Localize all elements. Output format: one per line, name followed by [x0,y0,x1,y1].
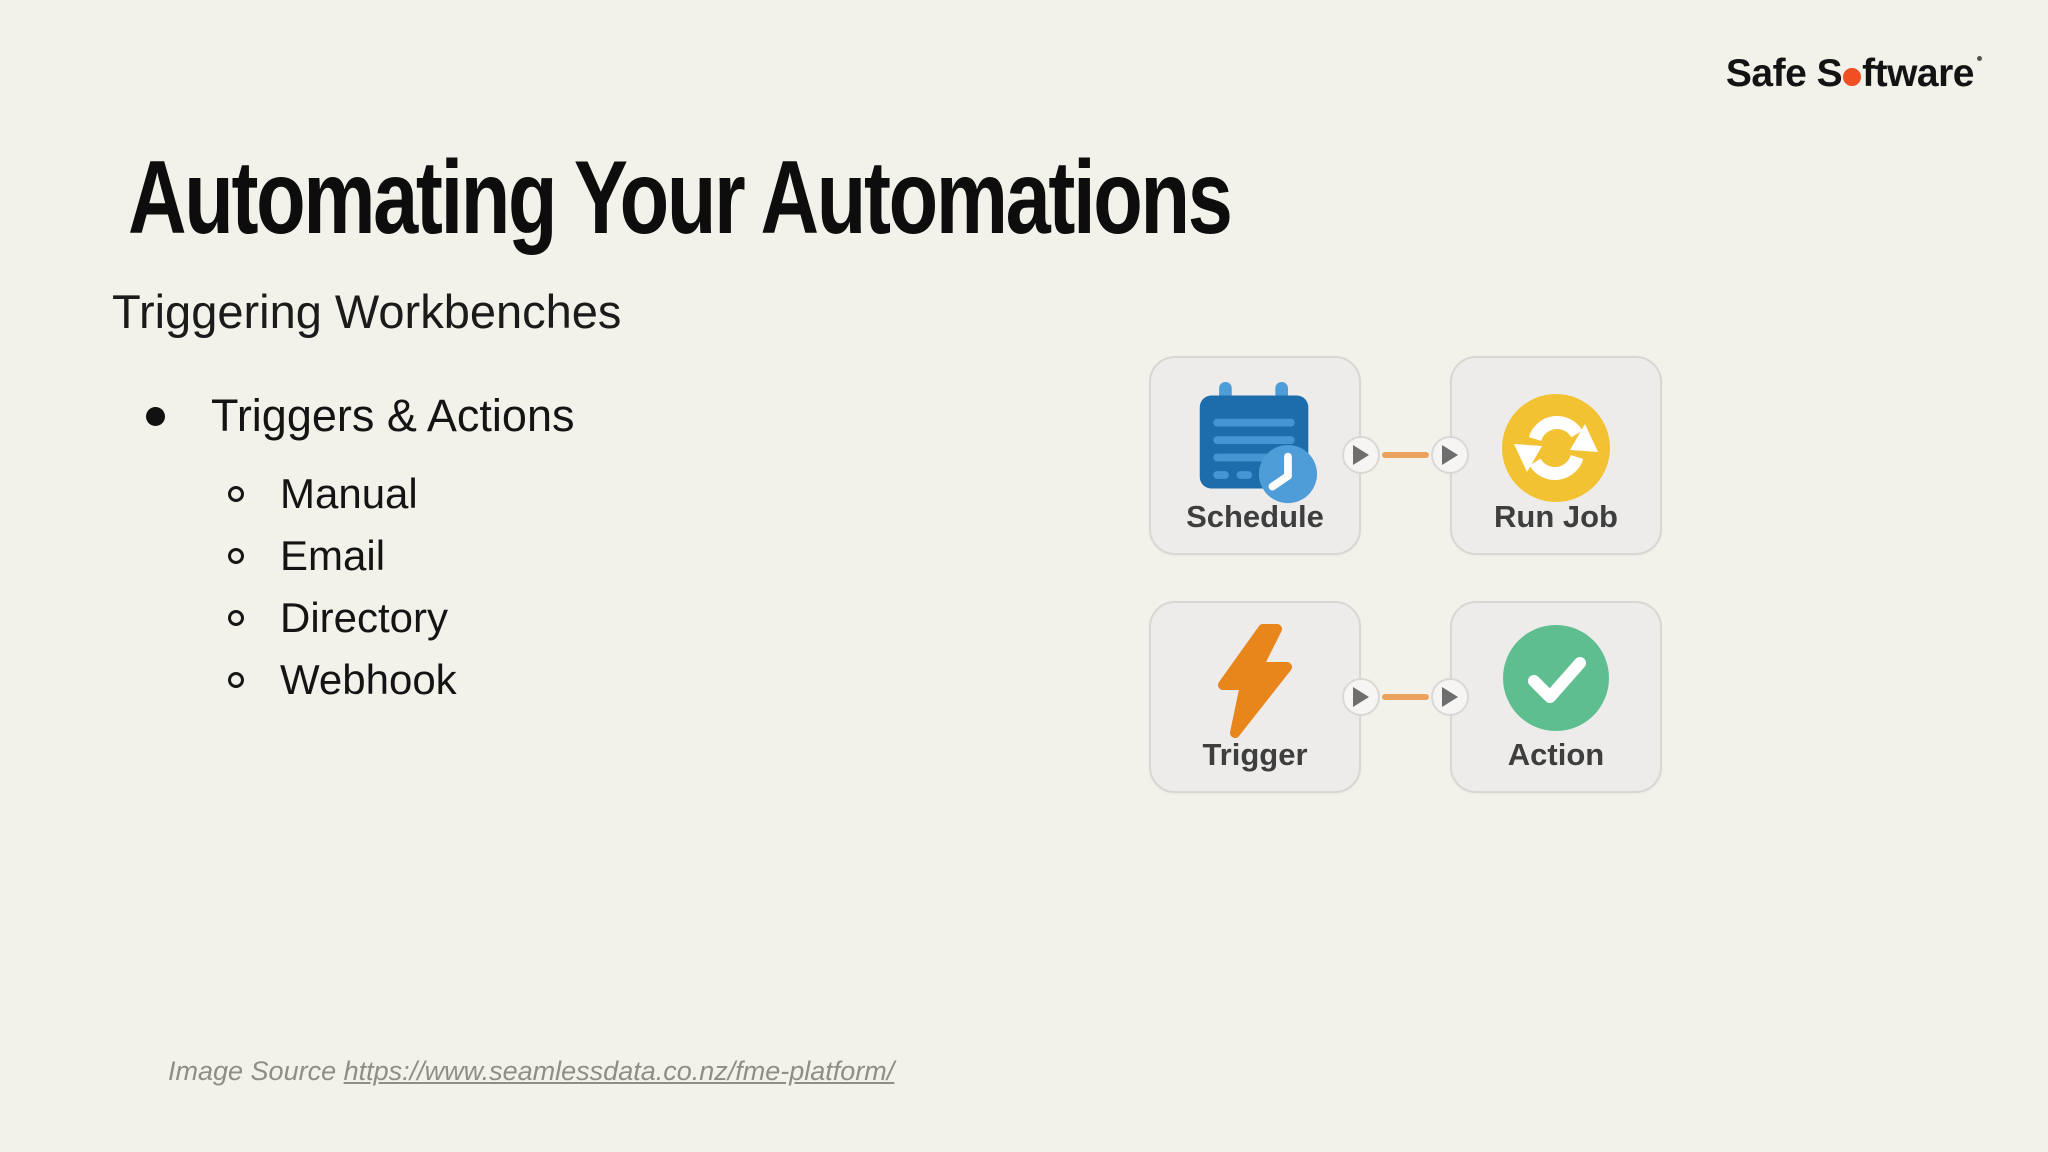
bullet-level2-email: Email [228,532,385,580]
node-label: Run Job [1494,499,1618,534]
play-arrow-icon [1353,445,1369,465]
page-title: Automating Your Automations [128,140,1233,256]
image-source-prefix: Image Source [168,1056,344,1086]
play-arrow-icon [1353,687,1369,707]
bullet-level2-label: Webhook [280,656,457,703]
automation-diagram: Schedule Run Job Trigger [1149,356,1662,793]
bullet-level2-label: Directory [280,594,449,641]
image-source-link[interactable]: https://www.seamlessdata.co.nz/fme-platf… [343,1056,895,1086]
bullet-level1: Triggers & Actions [146,390,574,442]
connector-line [1382,694,1429,700]
node-trigger: Trigger [1149,601,1361,793]
trademark-mark-icon [1977,56,1982,61]
image-source-note: Image Source https://www.seamlessdata.co… [168,1056,894,1087]
node-schedule: Schedule [1149,356,1361,555]
hollow-bullet-icon [228,486,244,502]
bullet-level2-webhook: Webhook [228,656,457,704]
logo-orange-dot-icon [1843,68,1862,86]
calendar-clock-icon [1199,381,1318,504]
checkmark-icon [1503,625,1609,731]
node-label: Schedule [1186,499,1324,534]
node-action: Action [1450,601,1662,793]
bullet-level2-label: Manual [280,470,418,517]
filled-bullet-icon [146,406,165,426]
bullet-level2-label: Email [280,532,386,579]
sync-refresh-icon [1502,394,1610,502]
node-label: Action [1507,737,1605,772]
hollow-bullet-icon [228,548,244,564]
output-port [1342,678,1380,716]
hollow-bullet-icon [228,672,244,688]
lightning-bolt-icon [1218,624,1292,738]
node-label: Trigger [1202,737,1308,772]
bullet-level2-manual: Manual [228,470,418,518]
logo-text-before: Safe S [1725,52,1843,95]
play-arrow-icon [1442,687,1458,707]
node-run-job: Run Job [1450,356,1662,555]
play-arrow-icon [1442,445,1458,465]
logo-text-after: ftware [1862,52,1974,95]
slide-subtitle: Triggering Workbenches [112,285,622,338]
safe-software-logo: Safe S ftware [1726,52,1982,96]
bullet-level1-label: Triggers & Actions [211,390,575,441]
connector-line [1382,452,1429,458]
hollow-bullet-icon [228,610,244,626]
bullet-level2-directory: Directory [228,594,448,642]
